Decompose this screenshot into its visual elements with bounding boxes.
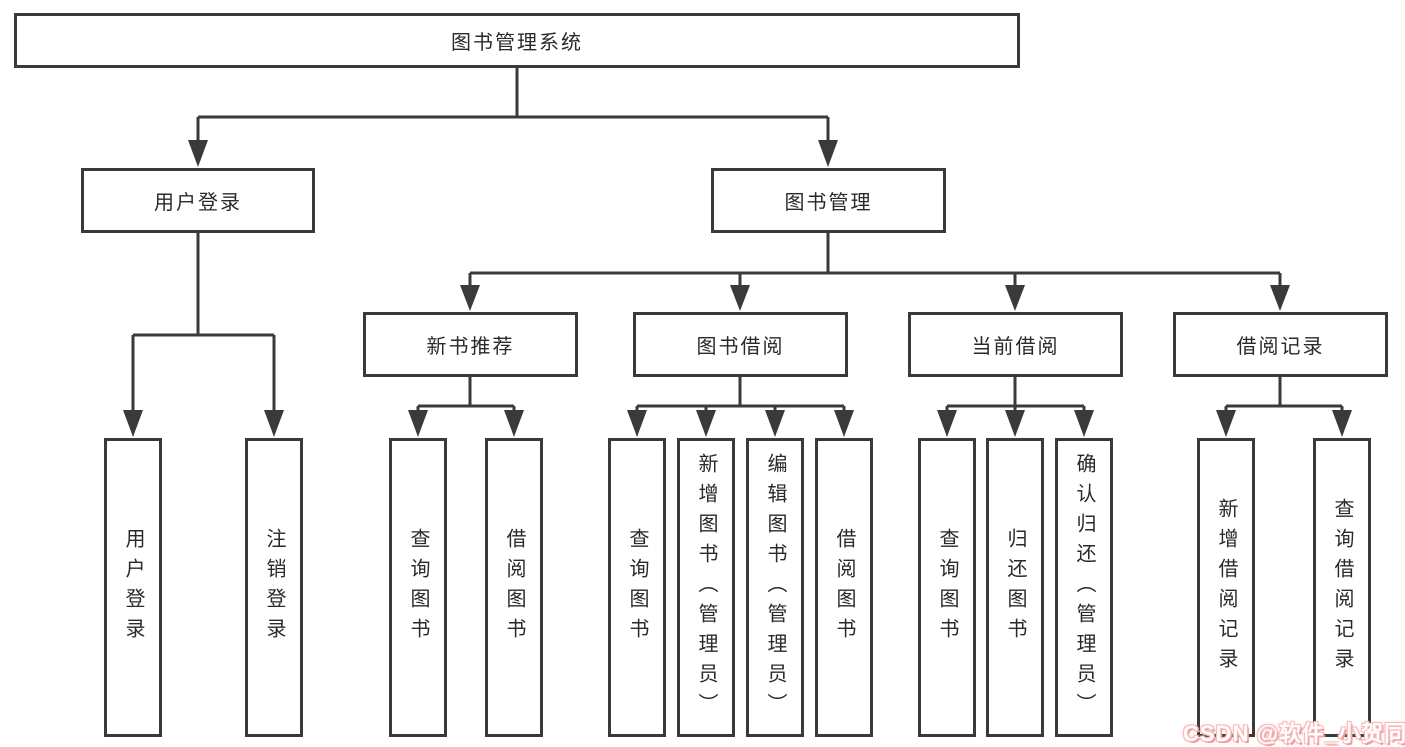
node-label: 图书管理 bbox=[784, 192, 873, 214]
leaf-label: 注销登录 bbox=[263, 527, 285, 648]
node-user-login: 用户登录 bbox=[81, 168, 315, 233]
leaf-label: 新增图书（管理员） bbox=[695, 452, 717, 723]
node-current-borrowing: 当前借阅 bbox=[908, 312, 1123, 377]
leaf-label: 新增借阅记录 bbox=[1215, 497, 1237, 678]
leaf-borrow-books-recommend: 借阅图书 bbox=[485, 438, 543, 737]
node-label: 借阅记录 bbox=[1236, 336, 1325, 358]
leaf-label: 确认归还（管理员） bbox=[1073, 452, 1095, 723]
leaf-add-book-admin: 新增图书（管理员） bbox=[677, 438, 735, 737]
leaf-borrow-books: 借阅图书 bbox=[815, 438, 873, 737]
leaf-label: 查询图书 bbox=[407, 527, 429, 648]
leaf-label: 借阅图书 bbox=[503, 527, 525, 648]
leaf-edit-book-admin: 编辑图书（管理员） bbox=[746, 438, 804, 737]
node-label: 图书借阅 bbox=[696, 336, 785, 358]
leaf-search-books-recommend: 查询图书 bbox=[389, 438, 447, 737]
node-book-management: 图书管理 bbox=[711, 168, 946, 233]
leaf-user-login: 用户登录 bbox=[104, 438, 162, 737]
leaf-label: 借阅图书 bbox=[833, 527, 855, 648]
leaf-return-books: 归还图书 bbox=[986, 438, 1044, 737]
leaf-search-borrow-record: 查询借阅记录 bbox=[1313, 438, 1371, 737]
node-label: 用户登录 bbox=[154, 192, 242, 214]
leaf-confirm-return-admin: 确认归还（管理员） bbox=[1055, 438, 1113, 737]
csdn-watermark: CSDN @软件_小贺同学 bbox=[1183, 721, 1405, 746]
node-label: 当前借阅 bbox=[971, 336, 1060, 358]
node-label: 图书管理系统 bbox=[451, 32, 583, 54]
node-book-borrowing: 图书借阅 bbox=[633, 312, 848, 377]
leaf-label: 查询借阅记录 bbox=[1331, 497, 1353, 678]
leaf-logout-login: 注销登录 bbox=[245, 438, 303, 737]
leaf-label: 用户登录 bbox=[122, 527, 144, 648]
node-borrowing-records: 借阅记录 bbox=[1173, 312, 1388, 377]
leaf-add-borrow-record: 新增借阅记录 bbox=[1197, 438, 1255, 737]
leaf-search-books-borrowing: 查询图书 bbox=[608, 438, 666, 737]
leaf-label: 查询图书 bbox=[626, 527, 648, 648]
leaf-label: 归还图书 bbox=[1004, 527, 1026, 648]
leaf-label: 编辑图书（管理员） bbox=[764, 452, 786, 723]
node-label: 新书推荐 bbox=[426, 336, 515, 358]
leaf-label: 查询图书 bbox=[936, 527, 958, 648]
node-library-management-system: 图书管理系统 bbox=[14, 13, 1020, 68]
leaf-search-books-current: 查询图书 bbox=[918, 438, 976, 737]
node-new-book-recommendation: 新书推荐 bbox=[363, 312, 578, 377]
